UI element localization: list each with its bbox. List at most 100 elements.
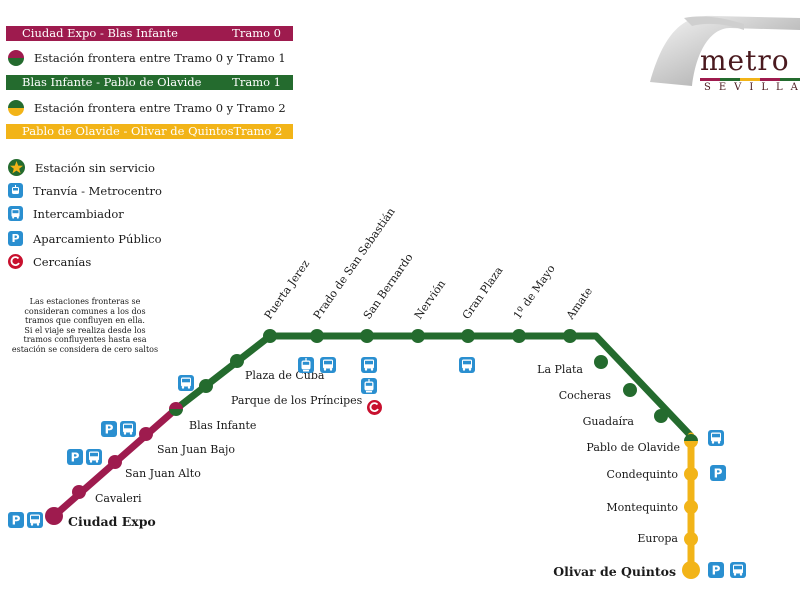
legend-bar-tramo-2-name: Pablo de Olavide - Olivar de Quintos xyxy=(22,124,234,138)
station-dot-border-top xyxy=(684,434,698,441)
legend-no-service: Estación sin servicio xyxy=(8,159,155,176)
note-line: Las estaciones fronteras se xyxy=(29,297,141,306)
station-dot[interactable] xyxy=(461,329,475,343)
station-label: San Juan Bajo xyxy=(157,443,235,456)
station-dot[interactable] xyxy=(684,467,698,481)
station-label: Ciudad Expo xyxy=(68,514,156,529)
border-stations-note: Las estaciones fronteras se consideran c… xyxy=(6,297,164,355)
station-dot[interactable] xyxy=(360,329,374,343)
legend-bar-tramo-2: Pablo de Olavide - Olivar de Quintos Tra… xyxy=(6,124,293,139)
station-dot-border-top xyxy=(169,402,183,409)
bus-icon xyxy=(120,421,136,437)
parking-icon: P xyxy=(8,512,24,528)
tram-icon xyxy=(298,357,314,373)
svg-text:P: P xyxy=(12,514,21,528)
station-label: Nervión xyxy=(412,278,448,322)
legend-cercanias: Cercanías xyxy=(8,254,91,269)
station-dot[interactable] xyxy=(108,455,122,469)
svg-text:P: P xyxy=(714,467,723,481)
bus-icon xyxy=(708,430,724,446)
station-label: Pablo de Olavide xyxy=(586,441,680,454)
station-dot[interactable] xyxy=(72,485,86,499)
svg-text:P: P xyxy=(712,564,721,578)
legend-bar-tramo-0-name: Ciudad Expo - Blas Infante xyxy=(22,26,178,40)
station-dot[interactable] xyxy=(45,507,63,525)
station-dot[interactable] xyxy=(654,409,668,423)
station-label: Prado de San Sebastián xyxy=(311,205,398,321)
legend-tram-text: Tranvía - Metrocentro xyxy=(33,183,162,198)
legend-border-01: Estación frontera entre Tramo 0 y Tramo … xyxy=(8,50,286,66)
legend-bar-tramo-1-label: Tramo 1 xyxy=(232,75,281,89)
station-label: Parque de los Príncipes xyxy=(231,394,363,407)
note-line: tramos que confluyen en ella. xyxy=(25,316,145,326)
legend-cercanias-text: Cercanías xyxy=(33,254,92,269)
metro-logo-swoosh xyxy=(650,15,800,86)
bus-icon xyxy=(361,357,377,373)
station-dot[interactable] xyxy=(310,329,324,343)
tram-icon xyxy=(361,378,377,394)
station-dot[interactable] xyxy=(684,500,698,514)
legend-interchange-text: Intercambiador xyxy=(33,206,124,221)
bus-icon xyxy=(459,357,475,373)
legend-border-01-text: Estación frontera entre Tramo 0 y Tramo … xyxy=(34,51,286,65)
station-label: San Juan Alto xyxy=(125,467,201,480)
station-label: Blas Infante xyxy=(189,419,256,432)
station-dot[interactable] xyxy=(682,561,700,579)
legend-bar-tramo-0: Ciudad Expo - Blas Infante Tramo 0 xyxy=(6,26,293,41)
station-label: Montequinto xyxy=(606,501,678,514)
station-label: Gran Plaza xyxy=(460,264,506,322)
station-dot[interactable] xyxy=(623,383,637,397)
station-dot[interactable] xyxy=(512,329,526,343)
legend-parking: P Aparcamiento Público xyxy=(8,231,162,246)
station-label: Cavaleri xyxy=(95,492,142,505)
station-dot[interactable] xyxy=(684,532,698,546)
station-dot[interactable] xyxy=(594,355,608,369)
station-label: Olivar de Quintos xyxy=(553,564,676,579)
star-station-icon xyxy=(8,159,25,176)
station-dot[interactable] xyxy=(563,329,577,343)
svg-text:P: P xyxy=(71,451,80,465)
station-label: Guadaíra xyxy=(583,415,635,428)
logo-city: SEVILLA xyxy=(704,82,800,93)
station-dot[interactable] xyxy=(199,379,213,393)
note-line: consideran comunes a los dos xyxy=(24,306,146,316)
logo-word: metro xyxy=(700,44,790,77)
bus-icon xyxy=(178,375,194,391)
legend-parking-text: Aparcamiento Público xyxy=(33,231,162,246)
legend-border-02: Estación frontera entre Tramo 0 y Tramo … xyxy=(8,100,286,116)
station-dot[interactable] xyxy=(411,329,425,343)
border-01-icon xyxy=(8,50,24,66)
parking-icon: P xyxy=(101,421,117,437)
parking-icon: P xyxy=(708,562,724,578)
station-label: La Plata xyxy=(537,363,583,376)
parking-icon: P xyxy=(710,465,726,481)
parking-icon: P xyxy=(8,231,23,246)
track-tramo-1 xyxy=(173,332,694,439)
bus-icon xyxy=(320,357,336,373)
bus-icon xyxy=(27,512,43,528)
legend-bar-tramo-1-name: Blas Infante - Pablo de Olavide xyxy=(22,75,202,89)
bus-icon xyxy=(86,449,102,465)
legend-bar-tramo-0-label: Tramo 0 xyxy=(232,26,281,40)
svg-text:P: P xyxy=(105,423,114,437)
note-line: estación se considera de cero saltos xyxy=(11,344,159,354)
station-dot-border-bottom xyxy=(169,409,183,416)
legend-tram: Tranvía - Metrocentro xyxy=(8,183,162,198)
station-label: 1º de Mayo xyxy=(511,262,558,322)
legend-bar-tramo-2-label: Tramo 2 xyxy=(233,124,283,138)
legend-bar-tramo-1: Blas Infante - Pablo de Olavide Tramo 1 xyxy=(6,75,293,90)
station-label: San Bernardo xyxy=(361,251,416,322)
bus-icon xyxy=(8,206,23,221)
station-label: Condequinto xyxy=(607,468,679,481)
station-dot-border-bottom xyxy=(684,441,698,448)
station-dot[interactable] xyxy=(139,427,153,441)
station-dot[interactable] xyxy=(263,329,277,343)
cercanias-icon xyxy=(367,400,382,415)
station-dot[interactable] xyxy=(230,354,244,368)
station-label: Puerta Jerez xyxy=(262,257,312,321)
station-label: Cocheras xyxy=(559,389,612,402)
station-label: Amate xyxy=(563,285,595,323)
note-line: tramos confluyentes hasta esa xyxy=(23,335,147,345)
parking-icon: P xyxy=(67,449,83,465)
